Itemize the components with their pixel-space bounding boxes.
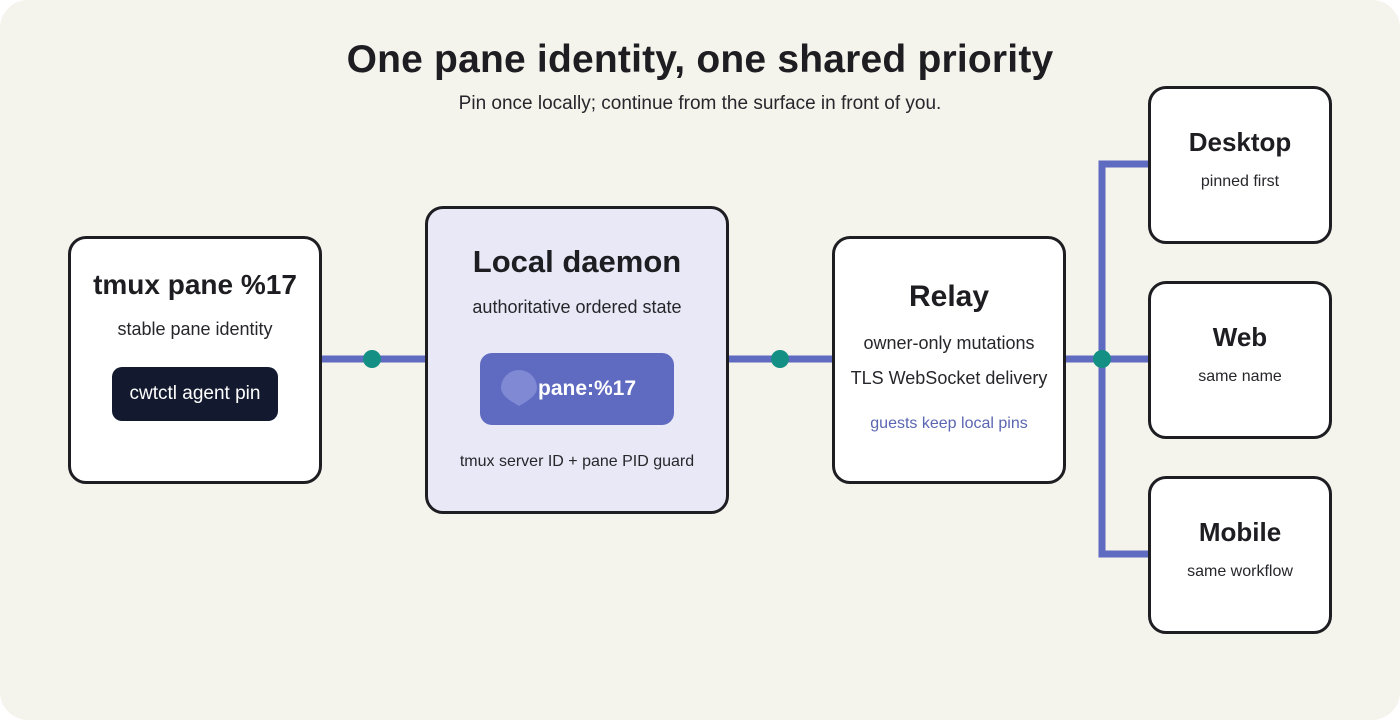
node-footer: tmux server ID + pane PID guard: [459, 453, 695, 470]
diagram-title: One pane identity, one shared priority: [346, 38, 1054, 81]
junction-dot: [1093, 350, 1111, 368]
node-subtitle: authoritative ordered state: [472, 297, 682, 317]
node-title: tmux pane %17: [93, 269, 297, 300]
junction-dot: [363, 350, 381, 368]
connector-hub-desktop: [1098, 160, 1150, 359]
node-title: Desktop: [1188, 127, 1292, 157]
node-note: guests keep local pins: [870, 415, 1028, 432]
relay-node: Relay owner-only mutations TLS WebSocket…: [832, 236, 1066, 484]
mobile-client-node: Mobile same workflow: [1148, 476, 1332, 634]
pin-chip: pane:%17: [480, 353, 674, 425]
junction-dot: [771, 350, 789, 368]
local-daemon-node: Local daemon authoritative ordered state…: [425, 206, 729, 514]
node-line: owner-only mutations: [863, 333, 1035, 353]
node-subtitle: same workflow: [1187, 563, 1293, 580]
connector-hub-mobile: [1098, 359, 1150, 558]
command-pill: cwtctl agent pin: [112, 367, 278, 421]
node-subtitle: stable pane identity: [117, 319, 273, 339]
desktop-client-node: Desktop pinned first: [1148, 86, 1332, 244]
node-title: Relay: [908, 280, 990, 313]
tmux-pane-node: tmux pane %17 stable pane identity cwtct…: [68, 236, 322, 484]
pin-icon: [501, 370, 537, 406]
pin-label: pane:%17: [538, 377, 637, 400]
node-title: Local daemon: [472, 244, 682, 279]
node-title: Web: [1212, 322, 1268, 352]
node-line: TLS WebSocket delivery: [850, 368, 1048, 388]
diagram-subtitle: Pin once locally; continue from the surf…: [458, 93, 942, 114]
web-client-node: Web same name: [1148, 281, 1332, 439]
node-subtitle: same name: [1198, 368, 1282, 385]
node-subtitle: pinned first: [1200, 173, 1280, 190]
node-title: Mobile: [1198, 517, 1282, 547]
